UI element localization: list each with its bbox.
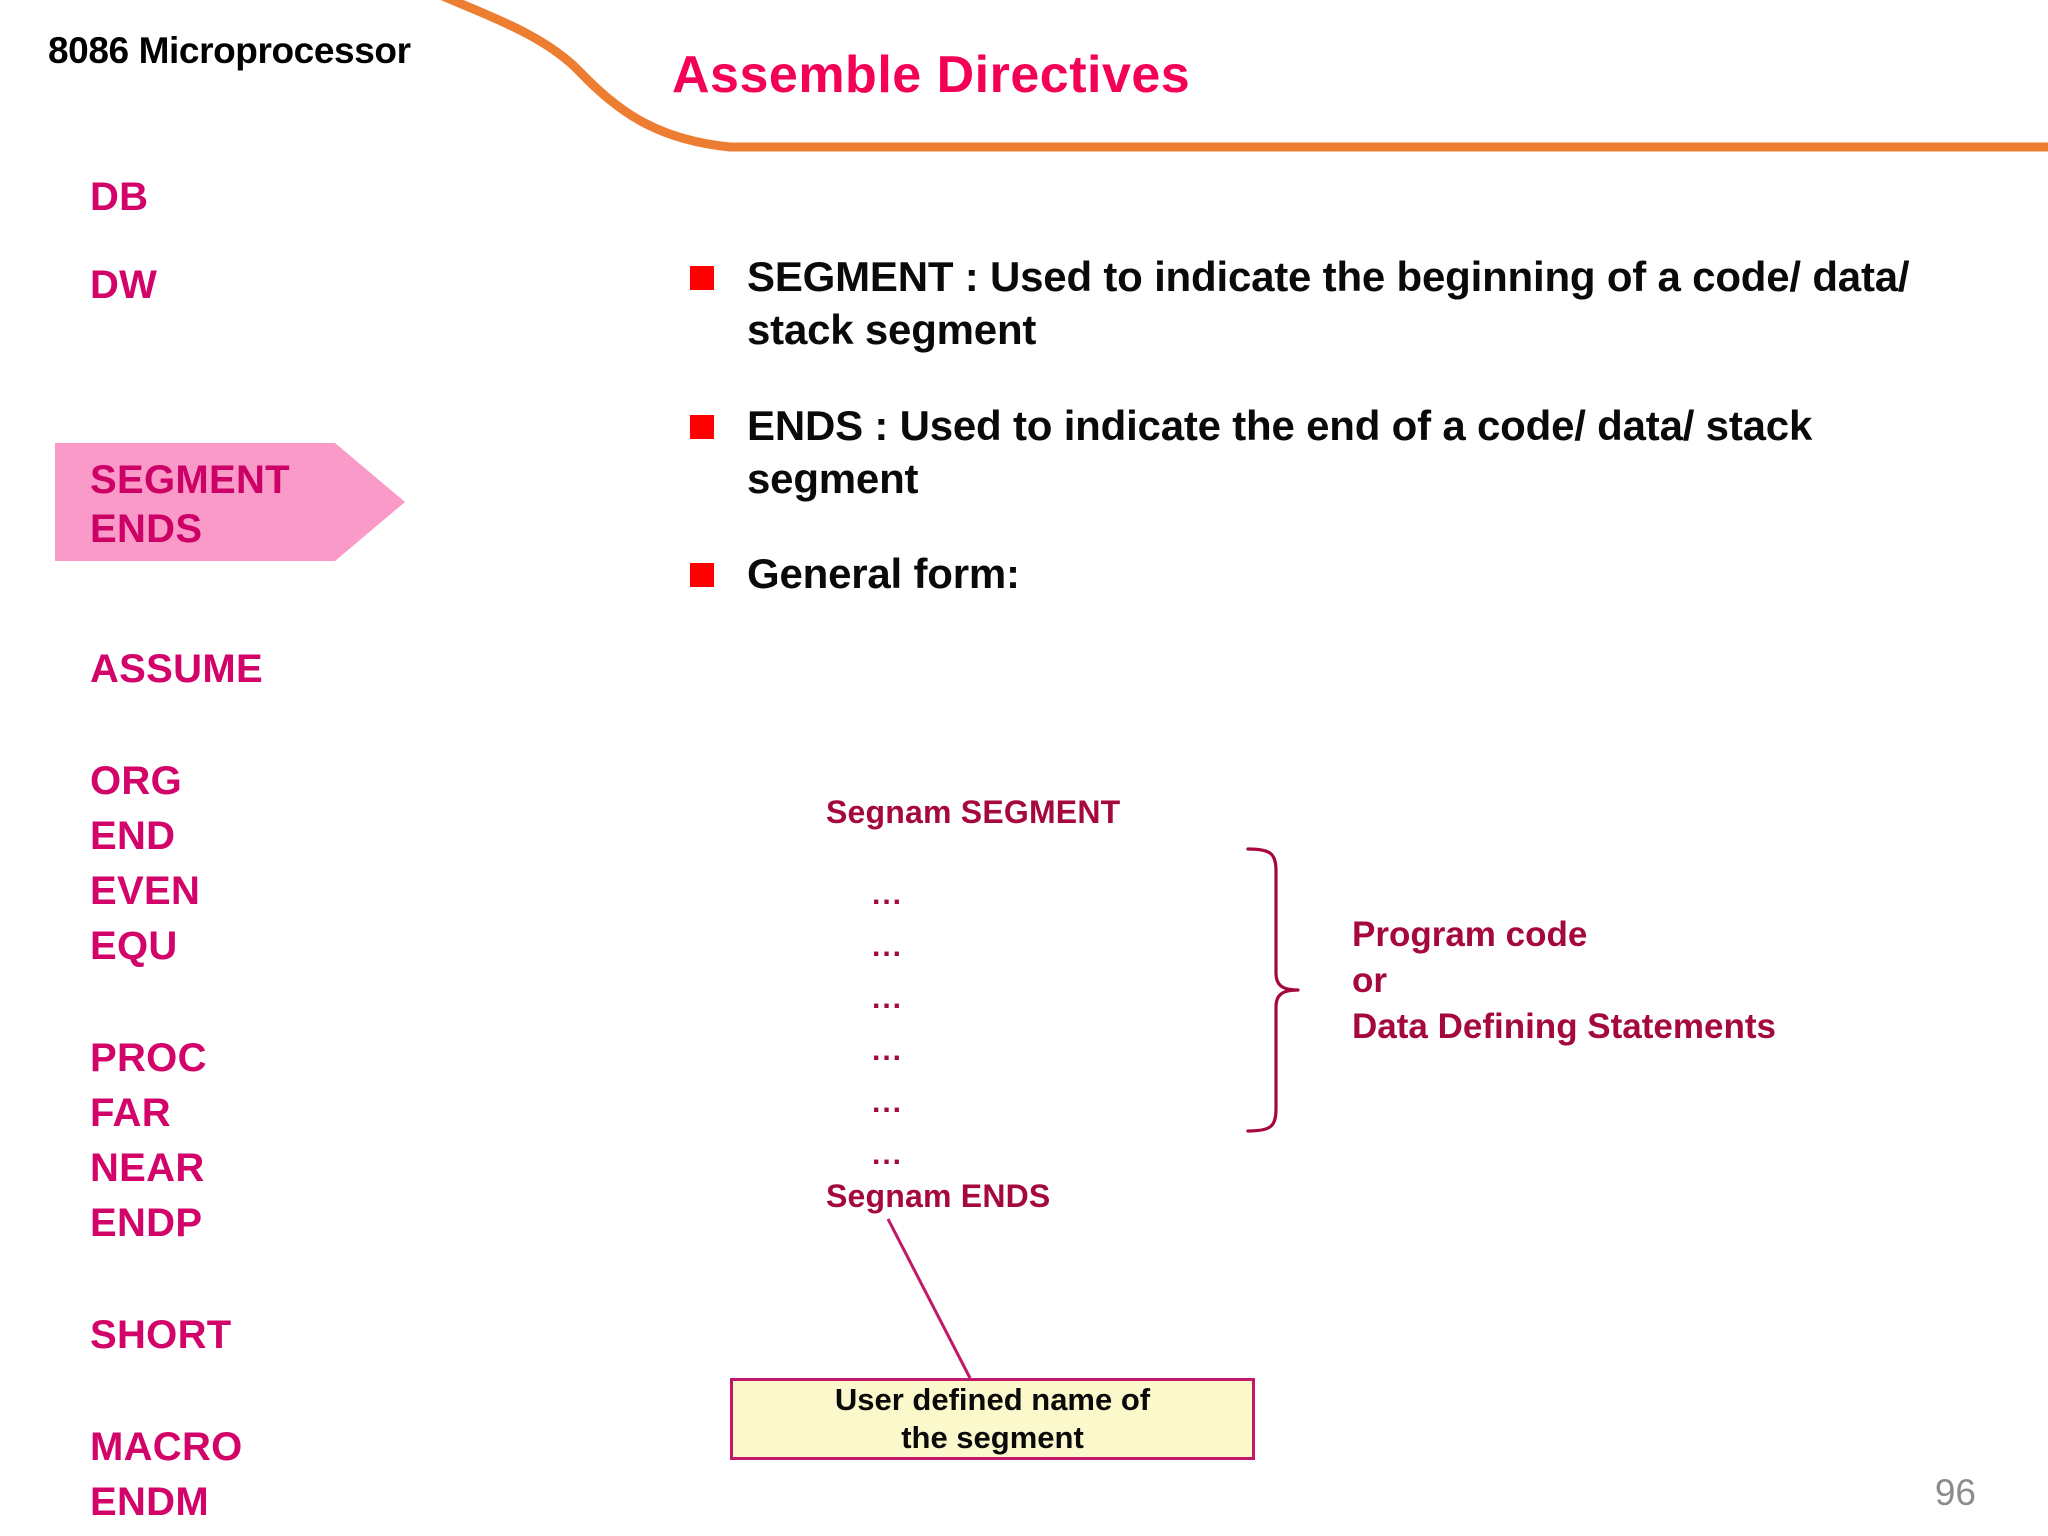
sidebar-item-assume[interactable]: ASSUME bbox=[90, 647, 263, 691]
code-body-line: ... bbox=[872, 1086, 904, 1119]
callout-box: User defined name of the segment bbox=[730, 1378, 1255, 1460]
code-body-line: ... bbox=[872, 1034, 904, 1067]
code-body-line: ... bbox=[872, 930, 904, 963]
code-body-line: ... bbox=[872, 878, 904, 911]
brace-annotation-line-1: Program code bbox=[1352, 915, 1588, 954]
sidebar-item-dw[interactable]: DW bbox=[90, 263, 158, 307]
code-body-line: ... bbox=[872, 1138, 904, 1171]
sidebar-item-even[interactable]: EVEN bbox=[90, 869, 201, 913]
sidebar-item-near[interactable]: NEAR bbox=[90, 1146, 205, 1190]
sidebar-item-db[interactable]: DB bbox=[90, 175, 149, 219]
segment-highlight-arrow-tip bbox=[335, 443, 405, 561]
sidebar-item-endp[interactable]: ENDP bbox=[90, 1201, 203, 1245]
code-body-line: ... bbox=[872, 982, 904, 1015]
code-body-lines: ... ... ... ... ... ... bbox=[872, 880, 903, 1192]
page-title: Assemble Directives bbox=[672, 46, 1191, 104]
brace-annotation: Program code or Data Defining Statements bbox=[1352, 912, 1776, 1051]
directives-sidebar: DB DW SEGMENT ENDS ASSUME ORG END EVEN E… bbox=[0, 175, 470, 1536]
code-close-statement: Segnam ENDS bbox=[826, 1178, 1051, 1214]
code-open-statement: Segnam SEGMENT bbox=[826, 794, 1121, 830]
callout-leader-line bbox=[886, 1218, 972, 1379]
segment-highlight-banner bbox=[55, 443, 335, 561]
sidebar-item-macro[interactable]: MACRO bbox=[90, 1425, 243, 1469]
square-bullet-icon bbox=[690, 266, 714, 290]
sidebar-item-far[interactable]: FAR bbox=[90, 1091, 171, 1135]
callout-line-1: User defined name of bbox=[834, 1382, 1151, 1418]
sidebar-item-proc[interactable]: PROC bbox=[90, 1036, 207, 1080]
bullet-text-general-form: General form: bbox=[747, 550, 1020, 598]
bullet-item-ends: ENDS : Used to indicate the end of a cod… bbox=[690, 399, 2000, 506]
sidebar-item-segment[interactable]: SEGMENT bbox=[90, 458, 290, 502]
square-bullet-icon bbox=[690, 414, 714, 439]
sidebar-item-org[interactable]: ORG bbox=[90, 759, 183, 803]
bullet-item-segment: SEGMENT : Used to indicate the beginning… bbox=[690, 250, 2000, 357]
brace-annotation-line-3: Data Defining Statements bbox=[1352, 1007, 1776, 1047]
square-bullet-icon bbox=[690, 563, 714, 588]
callout-text: User defined name of the segment bbox=[835, 1381, 1150, 1457]
bullet-list: SEGMENT : Used to indicate the beginning… bbox=[690, 250, 2000, 643]
sidebar-item-ends[interactable]: ENDS bbox=[90, 507, 203, 551]
page-number: 96 bbox=[1934, 1472, 1976, 1513]
sidebar-item-end[interactable]: END bbox=[90, 814, 176, 858]
right-curly-brace-icon bbox=[1246, 847, 1300, 1133]
brace-annotation-line-2: or bbox=[1352, 961, 1387, 1001]
sidebar-item-short[interactable]: SHORT bbox=[90, 1313, 232, 1357]
bullet-text-ends: ENDS : Used to indicate the end of a cod… bbox=[747, 401, 1813, 502]
sidebar-item-endm[interactable]: ENDM bbox=[90, 1480, 209, 1524]
sidebar-item-equ[interactable]: EQU bbox=[90, 924, 178, 968]
bullet-item-general-form: General form: bbox=[690, 547, 2000, 600]
bullet-text-segment: SEGMENT : Used to indicate the beginning… bbox=[747, 253, 1910, 354]
header-kicker: 8086 Microprocessor bbox=[48, 30, 411, 71]
callout-line-2: the segment bbox=[901, 1420, 1084, 1455]
